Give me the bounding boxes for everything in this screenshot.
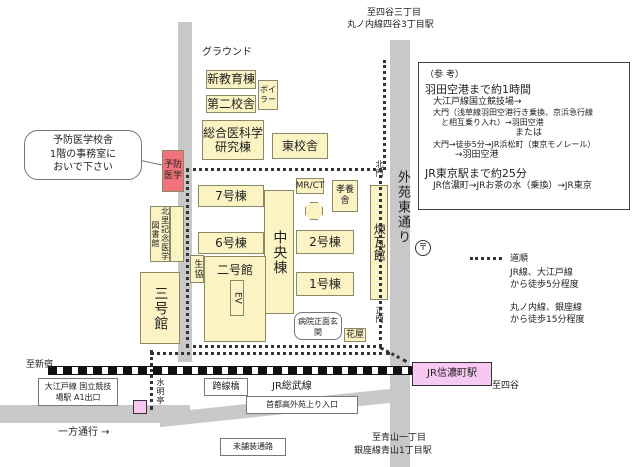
- to-yotsuya-label: 至四谷: [492, 381, 520, 391]
- building-boiler: ボイラー: [258, 80, 278, 110]
- reference-tokyo: JR東京駅まで約25分: [425, 166, 527, 180]
- building-hokuri-main: [170, 206, 184, 262]
- reference-haneda-line-5: 大門→徒歩5分→JR浜松町（東京モノレール）: [433, 139, 596, 149]
- reference-box: （参 考） 羽田空港まで約1時間 大江戸線国立競技場→ 大門（浅草線羽田空港行き…: [418, 62, 630, 210]
- top-station-line2: 丸ノ内線四谷3丁目駅: [347, 20, 434, 30]
- building-2: 2号棟: [296, 230, 354, 254]
- callout-box: 予防医学校舎 1階の事務室に おいで下さい: [24, 130, 142, 180]
- jr-shinanomachi-label: JR信濃町駅: [427, 368, 477, 379]
- reference-haneda-line-2: 大門（浅草線羽田空港行き乗換、京浜急行線: [433, 108, 593, 118]
- to-shinjuku-label: 至新宿: [26, 360, 54, 370]
- oedo-exit-marker[interactable]: [133, 400, 147, 414]
- route-dots-campus-box: [186, 168, 382, 348]
- bottom-station-line2: 銀座線青山1丁目駅: [354, 446, 432, 456]
- mizuakira-label: 水明亭: [156, 378, 165, 405]
- callout-line2: 1階の事務室に: [49, 148, 117, 160]
- building-sango: 三号館: [140, 272, 180, 344]
- reference-title: （参 考）: [425, 70, 464, 80]
- route-dots-vertical-street: [383, 60, 386, 170]
- building-daini-kosha: 第二校舎: [206, 95, 256, 113]
- legend-dots: [470, 257, 502, 260]
- building-tou-kosha: 東校舎: [272, 133, 328, 159]
- expressway-callout: 首都高外苑上り入口: [246, 396, 358, 414]
- legend-title: 道順: [510, 254, 529, 264]
- callout-line3: おいで下さい: [53, 162, 113, 173]
- jr-sobu-label: JR総武線: [272, 381, 312, 392]
- building-mrct: MR/CT: [296, 178, 324, 194]
- callout-pointer: [140, 160, 163, 166]
- unpaved-callout: 未舗装通路: [220, 438, 286, 456]
- callout-line1: 予防医学校舎: [53, 135, 113, 146]
- crossing-bridge-label: 跨線橋: [212, 382, 240, 392]
- building-sogo-iryo: 総合医科学研究棟: [202, 120, 264, 160]
- octagon-building: [305, 202, 323, 220]
- building-ev: EV: [230, 280, 244, 316]
- crossing-bridge-callout: 跨線橋: [204, 378, 248, 396]
- gaien-street-label: 外苑東通り: [395, 170, 410, 245]
- building-kaden: 花屋: [344, 328, 366, 342]
- building-hokuri: 北里記念医学図書館: [150, 206, 170, 262]
- reference-haneda-line-6: →羽田空港: [455, 149, 499, 160]
- expressway-label: 首都高外苑上り入口: [266, 400, 338, 409]
- reference-haneda-line-4: または: [515, 128, 543, 139]
- route-dots-left: [150, 350, 156, 410]
- building-7: 7号棟: [198, 185, 264, 207]
- hospital-entrance-callout: 病院正面玄関: [294, 312, 342, 340]
- pedestrian-crossing-icon: 〒: [415, 240, 431, 256]
- ground-label: グラウンド: [202, 47, 252, 58]
- building-yobo-igaku[interactable]: 予防医学: [162, 150, 184, 192]
- railway-sobu: [48, 366, 488, 375]
- legend-line-4: 丸ノ内線、銀座線: [510, 303, 583, 313]
- building-kouyou: 孝養舎: [332, 180, 358, 212]
- jr-shinanomachi-station[interactable]: JR信濃町駅: [412, 362, 492, 386]
- top-station-line1: 至四谷三丁目: [367, 8, 422, 18]
- legend-line-1: JR線、大江戸線: [510, 268, 573, 278]
- reference-tokyo-line: JR信濃町→JRお茶の水（乗換）→JR東京: [433, 180, 592, 191]
- reference-haneda-line-1: 大江戸線国立競技場→: [433, 97, 522, 107]
- reference-haneda-line-3: と相互乗り入れ）→羽田空港: [441, 118, 544, 128]
- legend-line-2: から徒歩5分程度: [510, 280, 579, 290]
- legend-line-5: から徒歩15分程度: [510, 315, 585, 325]
- oedo-callout: 大江戸線 国立競技場駅 A1出口: [38, 378, 118, 406]
- building-1: 1号棟: [296, 272, 354, 296]
- building-chuo: 中央棟: [264, 190, 294, 314]
- oedo-station-label: 大江戸線 国立競技場駅 A1出口: [44, 382, 112, 402]
- bottom-station-line1: 至青山一丁目: [372, 433, 427, 443]
- road-gaien-vertical: [390, 40, 410, 467]
- hospital-entrance-label: 病院正面玄関: [298, 317, 338, 337]
- building-seikyo: 生協: [190, 255, 204, 283]
- reference-haneda: 羽田空港まで約1時間: [425, 83, 531, 96]
- route-dots-bottom: [150, 352, 390, 355]
- building-shinkyoiku: 新教育棟: [206, 70, 256, 89]
- building-6: 6号棟: [198, 232, 264, 254]
- unpaved-label: 未舗装通路: [233, 442, 273, 451]
- one-way-label: 一方通行 →: [58, 427, 110, 438]
